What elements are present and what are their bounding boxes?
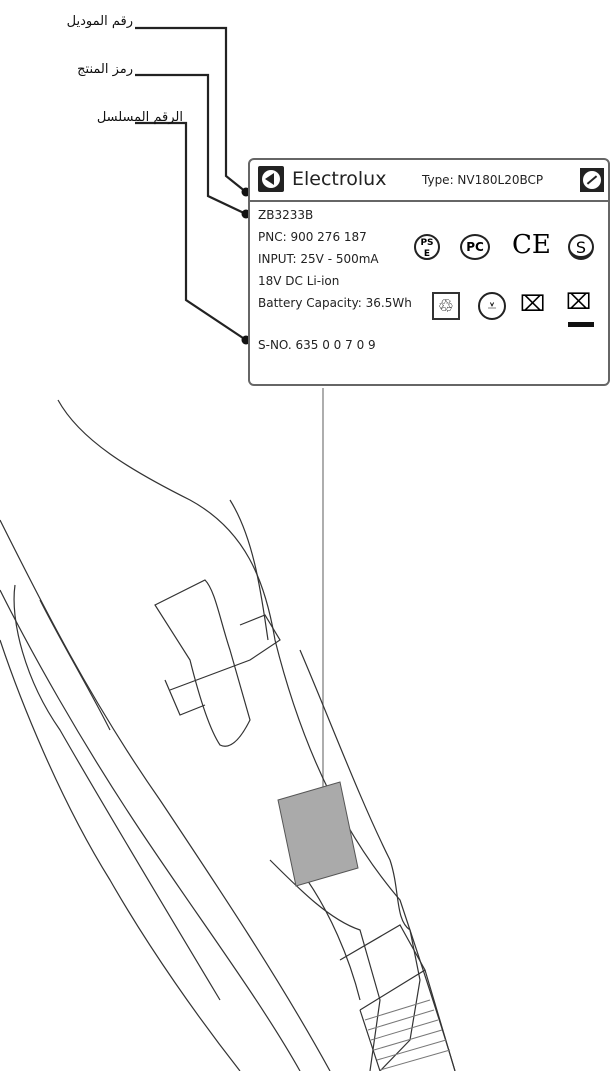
recycle-icon: ♲ [432, 292, 460, 320]
double-insulation-icon [580, 168, 604, 192]
type-label: Type: NV180L20BCP [422, 173, 544, 187]
input-rating: INPUT: 25V - 500mA [258, 252, 379, 266]
serial-number: S-NO. 635 0 0 7 0 9 [258, 338, 376, 352]
plate-header: Electrolux Type: NV180L20BCP [250, 160, 608, 202]
battery-type: 18V DC Li-ion [258, 274, 340, 288]
s-mark-icon: S [568, 234, 594, 260]
callout-line-model [135, 26, 247, 193]
battery-capacity: Battery Capacity: 36.5Wh [258, 296, 412, 310]
model-number: ZB3233B [258, 208, 314, 222]
vacuum-handle [0, 399, 456, 1071]
plate-position-marker [277, 781, 359, 887]
ce-mark-icon: CE [512, 230, 551, 260]
electrolux-logo-icon [258, 166, 284, 192]
weee-bar-icon [568, 322, 594, 327]
pnc: PNC: 900 276 187 [258, 230, 367, 244]
rating-plate: Electrolux Type: NV180L20BCP ZB3233B PNC… [248, 158, 610, 386]
pse-mark-icon: PS E [414, 234, 440, 260]
callout-model-number: رقم الموديل [66, 14, 133, 29]
crossed-bin-weee-icon: ⌧ [566, 290, 592, 315]
callout-lines [135, 26, 247, 341]
callout-serial-number: الرقم المسلسل [96, 110, 183, 125]
callout-product-code: رمز المنتج [77, 62, 133, 77]
crossed-bin-icon: ⌧ [520, 292, 546, 317]
brand-name: Electrolux [292, 168, 387, 190]
callout-line-serial [135, 121, 247, 341]
pct-mark-icon: PC [460, 234, 490, 260]
eac-mark-icon: ⩡ [478, 292, 506, 320]
